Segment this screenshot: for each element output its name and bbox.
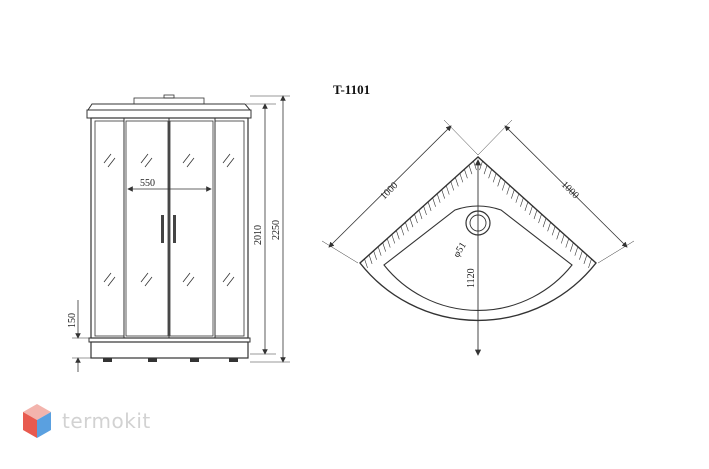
top-view: φ51 1000 1000 1120 <box>321 119 635 356</box>
door-handle-left <box>161 215 164 243</box>
tray-height-label: 150 <box>67 313 78 328</box>
cube-logo-icon <box>23 404 51 438</box>
door-width-label: 550 <box>140 178 155 189</box>
termokit-logo: termokit <box>22 403 151 439</box>
diagonal-label: 1120 <box>466 268 477 288</box>
door-handle-right <box>173 215 176 243</box>
logo-text: termokit <box>62 409 151 433</box>
model-label: T-1101 <box>333 82 370 97</box>
front-view: 550 2010 2250 150 <box>67 94 290 372</box>
side-left-label: 1000 <box>378 180 400 202</box>
panel-height-label: 2010 <box>253 225 264 245</box>
drain-label: φ51 <box>451 240 469 259</box>
glass-reflections <box>103 153 235 287</box>
total-height-label: 2250 <box>271 220 282 240</box>
